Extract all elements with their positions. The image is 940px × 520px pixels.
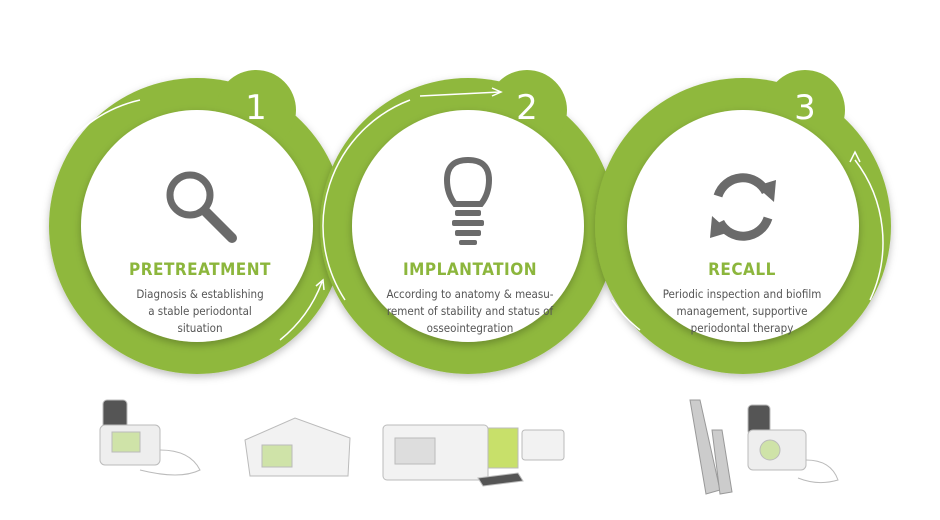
product-pretreatment-unit: [99, 399, 201, 476]
step-title: RECALL: [708, 260, 776, 280]
dental-implant-icon: [443, 156, 493, 245]
step-title: IMPLANTATION: [402, 260, 538, 280]
step-title: PRETREATMENT: [129, 260, 271, 280]
step-implantation: IMPLANTATION According to anatomy & meas…: [355, 260, 585, 337]
product-piezo-unit: [244, 417, 351, 477]
flow-arrows: [34, 87, 884, 341]
product-implant-motor: [382, 424, 565, 487]
magnifier-icon: [166, 171, 237, 243]
circle-1-inner: [81, 110, 313, 342]
step-3-number: 3: [794, 88, 816, 128]
step-description: According to anatomy & measu-rement of s…: [386, 287, 554, 335]
product-handpieces: [689, 399, 733, 495]
product-recall-unit: [747, 404, 839, 484]
step-1-number: 1: [245, 88, 267, 128]
circle-3-inner: [627, 110, 859, 342]
recycle-arrows-icon: [710, 173, 776, 241]
product-images: [99, 399, 839, 495]
step-2-number: 2: [516, 88, 538, 128]
